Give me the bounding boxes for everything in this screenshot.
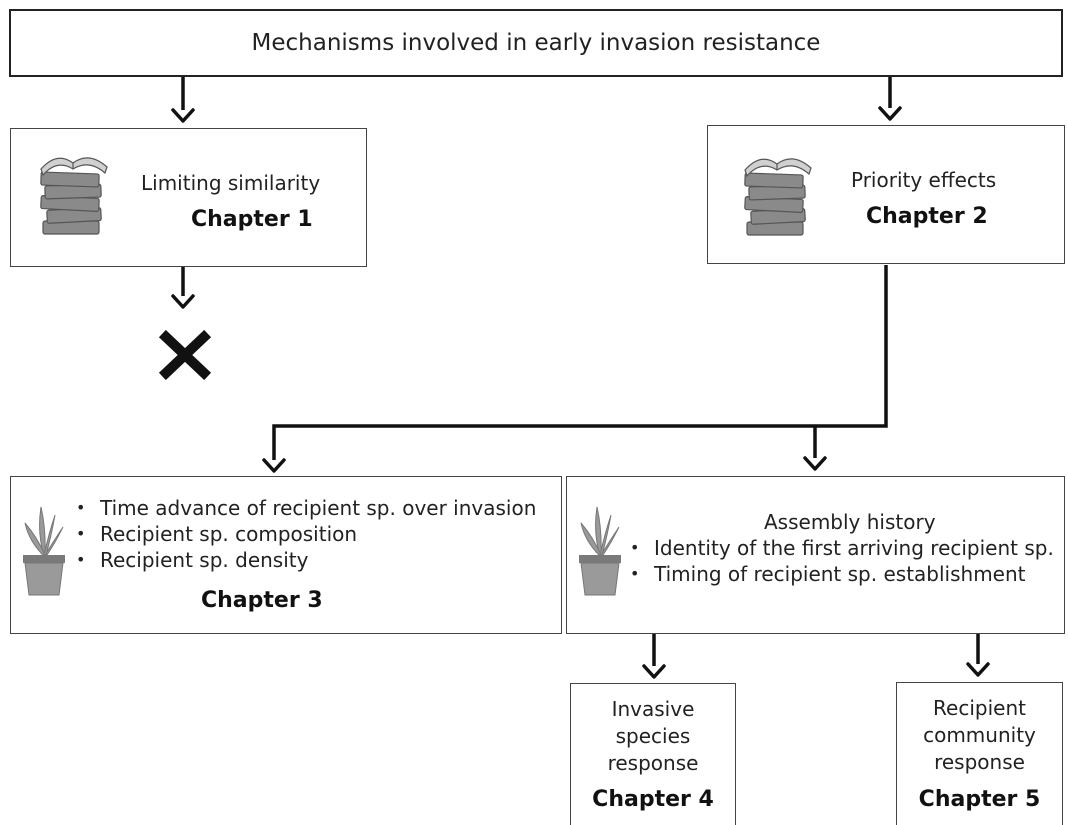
potted-plant-icon (579, 506, 621, 596)
chapter-5-label: Chapter 5 (918, 787, 1041, 812)
chapter-5-line: Recipient (933, 696, 1026, 720)
limiting-similarity-label: Limiting similarity (141, 171, 321, 195)
list-item: Recipient sp. composition (74, 521, 536, 547)
chapter-4-line: Invasive (611, 697, 695, 721)
chapter-1-label: Chapter 1 (191, 207, 313, 232)
x-icon (158, 330, 212, 380)
priority-effects-box: Priority effects Chapter 2 (707, 125, 1065, 264)
chapter-5-line: community (923, 723, 1036, 747)
assembly-history-heading: Assembly history (764, 510, 936, 534)
chapter-3-label: Chapter 3 (201, 588, 323, 613)
list-item: Time advance of recipient sp. over invas… (74, 495, 536, 521)
chapter-4-line: species (615, 724, 691, 748)
chapter-3-box: Time advance of recipient sp. over invas… (10, 476, 562, 634)
title-box: Mechanisms involved in early invasion re… (9, 9, 1063, 77)
chapter-5-line: response (934, 750, 1025, 774)
limiting-similarity-box: Limiting similarity Chapter 1 (10, 128, 367, 267)
chapter-4-box: Invasive species response Chapter 4 (570, 683, 736, 825)
assembly-history-box: Assembly history Identity of the first a… (566, 476, 1065, 634)
potted-plant-icon (23, 506, 65, 596)
chapter-5-box: Recipient community response Chapter 5 (896, 682, 1063, 825)
list-item: Identity of the first arriving recipient… (628, 535, 1054, 561)
books-icon (744, 158, 812, 236)
chapter-4-line: response (607, 751, 699, 775)
chapter-5-description: Recipient community response (897, 695, 1062, 776)
priority-effects-label: Priority effects (851, 168, 997, 192)
diagram-title: Mechanisms involved in early invasion re… (251, 30, 821, 56)
list-item: Timing of recipient sp. establishment (628, 561, 1054, 587)
list-item: Recipient sp. density (74, 547, 536, 573)
books-icon (40, 157, 108, 235)
chapter-4-label: Chapter 4 (592, 787, 714, 812)
assembly-history-bullets: Identity of the first arriving recipient… (628, 535, 1054, 587)
chapter-3-bullets: Time advance of recipient sp. over invas… (74, 495, 536, 573)
chapter-2-label: Chapter 2 (866, 204, 988, 229)
chapter-4-description: Invasive species response (571, 696, 735, 777)
